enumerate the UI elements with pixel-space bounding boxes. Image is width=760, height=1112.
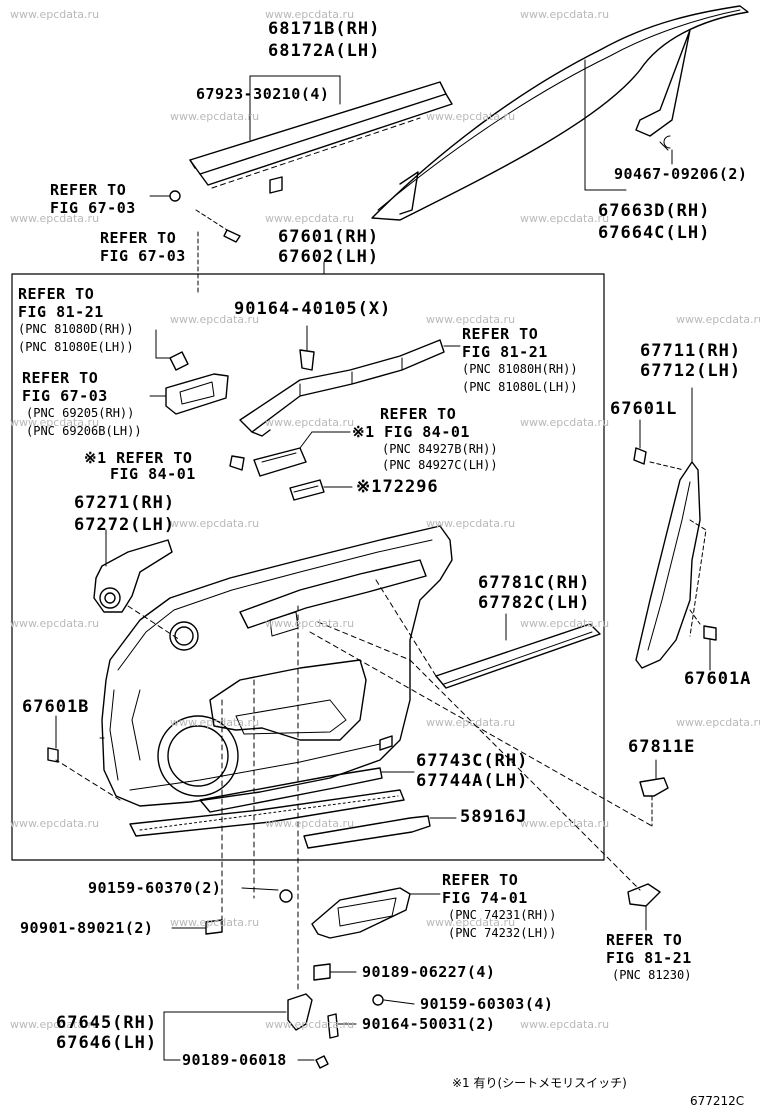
part-label: 67663D(RH) (598, 201, 711, 221)
refer-label: FIG 67-03 (50, 199, 136, 217)
watermark: www.epcdata.ru (170, 916, 260, 929)
refer-pnc: (PNC 81080D(RH)) (18, 322, 134, 336)
refer-label: REFER TO (100, 229, 177, 247)
part-label: 67744A(LH) (416, 771, 529, 791)
refer-label: FIG 74-01 (442, 889, 528, 907)
refer-pnc: (PNC 81080E(LH)) (18, 340, 134, 354)
watermark: www.epcdata.ru (10, 617, 100, 630)
watermark: www.epcdata.ru (676, 716, 760, 729)
watermark: www.epcdata.ru (10, 416, 100, 429)
part-label: 58916J (460, 807, 528, 827)
refer-label: ※1 FIG 84-01 (352, 423, 470, 441)
refer-label: FIG 81-21 (606, 949, 692, 967)
watermark: www.epcdata.ru (426, 517, 516, 530)
refer-label: REFER TO (462, 325, 539, 343)
part-label: 67712(LH) (640, 361, 742, 381)
part-label: 67646(LH) (56, 1033, 158, 1053)
refer-label: REFER TO (18, 285, 95, 303)
part-label: 90189-06227(4) (362, 963, 496, 981)
refer-label: FIG 84-01 (110, 465, 196, 483)
refer-pnc: (PNC 74231(RH)) (448, 908, 557, 922)
watermark: www.epcdata.ru (520, 8, 610, 21)
refer-label: FIG 67-03 (100, 247, 186, 265)
watermark: www.epcdata.ru (265, 617, 355, 630)
part-mark: ※172296 (356, 477, 439, 497)
refer-label: REFER TO (380, 405, 457, 423)
part-label: 90467-09206(2) (614, 165, 748, 183)
refer-label: ※1 REFER TO (84, 449, 193, 467)
watermark: www.epcdata.ru (10, 817, 100, 830)
part-label: 67602(LH) (278, 247, 380, 267)
refer-label: REFER TO (22, 369, 99, 387)
refer-label: FIG 81-21 (462, 343, 548, 361)
watermark: www.epcdata.ru (170, 517, 260, 530)
watermark: www.epcdata.ru (520, 817, 610, 830)
part-label: 90159-60370(2) (88, 879, 222, 897)
footnote: ※1 有り(シートメモリスイッチ) (452, 1076, 627, 1090)
refer-pnc: (PNC 81230) (612, 968, 692, 982)
part-label: 67923-30210(4) (196, 85, 330, 103)
watermark: www.epcdata.ru (265, 212, 355, 225)
panel-frame (11, 273, 605, 861)
refer-pnc: (PNC 84927C(LH)) (382, 458, 498, 472)
frame-molding (371, 5, 749, 221)
watermark: www.epcdata.ru (426, 916, 516, 929)
refer-pnc: (PNC 69206B(LH)) (26, 424, 142, 438)
watermark: www.epcdata.ru (265, 416, 355, 429)
refer-label: REFER TO (442, 871, 519, 889)
part-label: 90189-06018 (182, 1051, 287, 1069)
part-label: 90164-40105(X) (234, 299, 392, 319)
part-label: 67601L (610, 399, 678, 419)
watermark: www.epcdata.ru (265, 817, 355, 830)
part-label: 68171B(RH) (268, 19, 381, 39)
part-label: 67645(RH) (56, 1013, 158, 1033)
part-label: 67272(LH) (74, 515, 176, 535)
watermark: www.epcdata.ru (265, 1018, 355, 1031)
watermark: www.epcdata.ru (170, 110, 260, 123)
refer-label: FIG 81-21 (18, 303, 104, 321)
watermark: www.epcdata.ru (10, 212, 100, 225)
part-label: 67601B (22, 697, 90, 717)
part-label: 90159-60303(4) (420, 995, 554, 1013)
watermark: www.epcdata.ru (520, 1018, 610, 1031)
watermark: www.epcdata.ru (265, 8, 355, 21)
refer-pnc: (PNC 81080H(RH)) (462, 362, 578, 376)
part-label: 67271(RH) (74, 493, 176, 513)
watermark: www.epcdata.ru (426, 110, 516, 123)
watermark: www.epcdata.ru (10, 8, 100, 21)
figure-code: 677212C (690, 1094, 745, 1108)
refer-pnc: (PNC 74232(LH)) (448, 926, 557, 940)
part-label: 67601A (684, 669, 752, 689)
part-label: 90901-89021(2) (20, 919, 154, 937)
part-label: 67664C(LH) (598, 223, 711, 243)
part-label: 67782C(LH) (478, 593, 591, 613)
part-label: 68172A(LH) (268, 41, 381, 61)
part-label: 90164-50031(2) (362, 1015, 496, 1033)
watermark: www.epcdata.ru (170, 716, 260, 729)
watermark: www.epcdata.ru (520, 416, 610, 429)
part-label: 67711(RH) (640, 341, 742, 361)
refer-label: FIG 67-03 (22, 387, 108, 405)
watermark: www.epcdata.ru (520, 617, 610, 630)
refer-pnc: (PNC 69205(RH)) (26, 406, 135, 420)
refer-pnc: (PNC 81080L(LH)) (462, 380, 578, 394)
part-label: 67743C(RH) (416, 751, 529, 771)
refer-pnc: (PNC 84927B(RH)) (382, 442, 498, 456)
watermark: www.epcdata.ru (426, 313, 516, 326)
door-trim-board (101, 525, 453, 807)
refer-label: REFER TO (606, 931, 683, 949)
refer-label: REFER TO (50, 181, 127, 199)
watermark: www.epcdata.ru (170, 313, 260, 326)
watermark: www.epcdata.ru (10, 1018, 100, 1031)
watermark: www.epcdata.ru (520, 212, 610, 225)
part-label: 67781C(RH) (478, 573, 591, 593)
watermark: www.epcdata.ru (676, 313, 760, 326)
watermark: www.epcdata.ru (426, 716, 516, 729)
part-label: 67601(RH) (278, 227, 380, 247)
part-label: 67811E (628, 737, 696, 757)
